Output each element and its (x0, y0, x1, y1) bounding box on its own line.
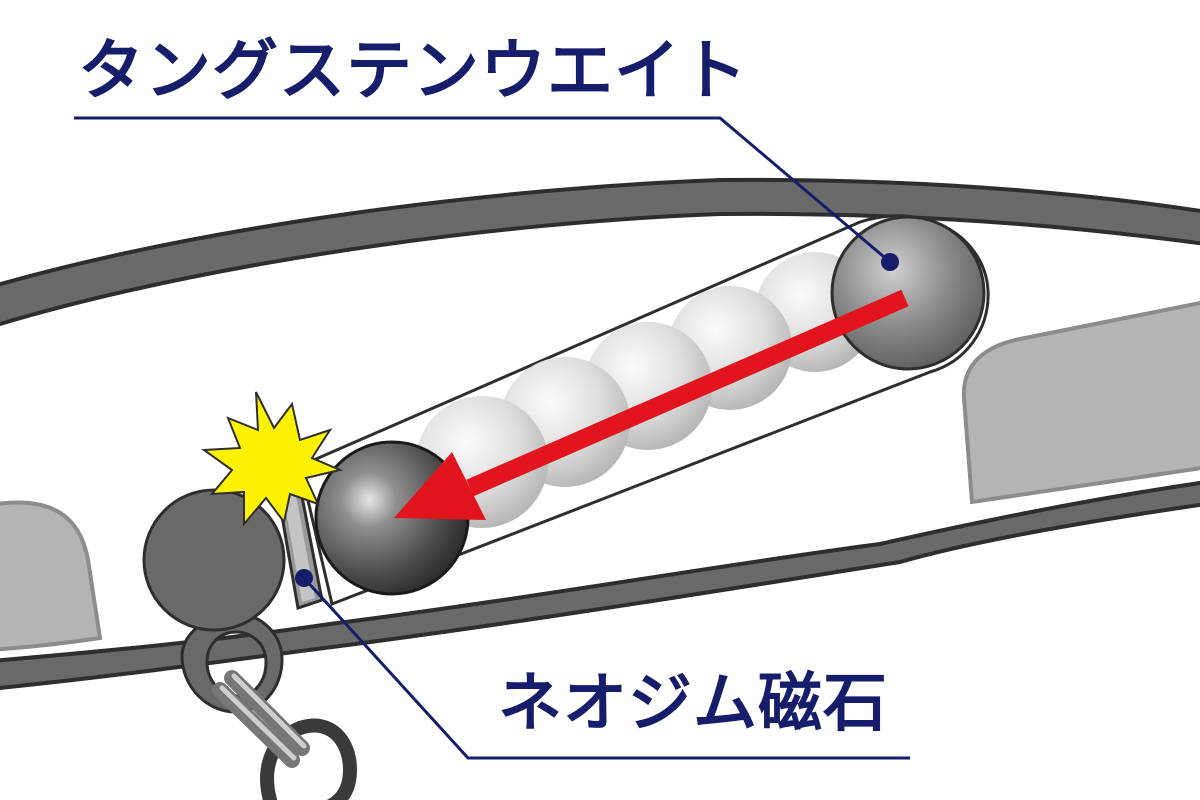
tungsten-weight-label: タングステンウエイト (78, 32, 748, 109)
callout-leader-magnet (295, 569, 910, 760)
right-internal-plate (961, 300, 1200, 505)
left-internal-plate (0, 500, 103, 652)
lure-top-shell (0, 177, 1200, 327)
snap-ring (212, 670, 358, 800)
neodymium-magnet-label: ネオジム磁石 (498, 667, 888, 741)
line-tie-eye (142, 488, 286, 714)
callout-leader-weight (74, 116, 899, 271)
lure-bottom-shell (0, 480, 1200, 690)
impact-burst-icon (201, 391, 344, 527)
motion-arrow (394, 289, 909, 520)
tungsten-weight-start (830, 215, 986, 371)
